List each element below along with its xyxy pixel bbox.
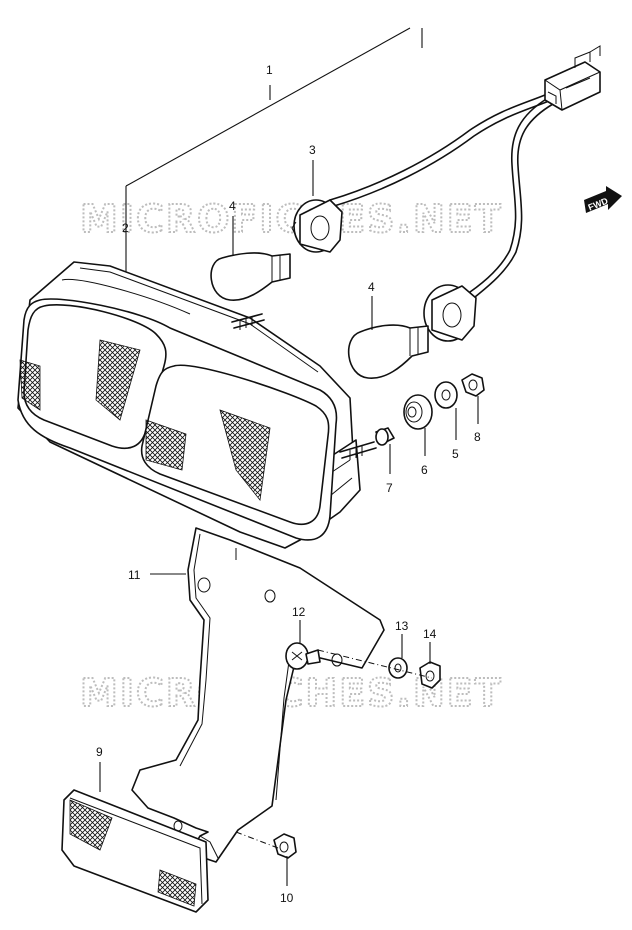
- callout-10: 10: [280, 891, 294, 905]
- callout-13: 13: [395, 619, 409, 633]
- callout-3: 3: [309, 143, 316, 157]
- nut-8: [461, 373, 485, 397]
- callout-5: 5: [452, 447, 459, 461]
- callout-6: 6: [421, 463, 428, 477]
- assembly-line-lower: [235, 831, 279, 849]
- callout-7: 7: [386, 481, 393, 495]
- bulb-lower: [347, 324, 429, 379]
- washer-5: [434, 381, 458, 409]
- nut-14: [419, 661, 441, 689]
- fwd-arrow-icon: FWD: [584, 186, 622, 213]
- bulb-upper: [210, 252, 291, 301]
- reflector-9: [61, 789, 209, 913]
- bulb-socket-lower: [423, 284, 477, 342]
- leader-lines: [99, 160, 479, 886]
- grommet-6: [403, 394, 433, 430]
- screw-12: [285, 642, 321, 670]
- callout-labels: 1 2 3 4 4 5 6 7 8 9 10 11 12 13 14: [96, 63, 481, 905]
- callout-2: 2: [122, 221, 129, 235]
- callout-1: 1: [266, 63, 273, 77]
- wiring-harness: [329, 45, 601, 298]
- callout-11: 11: [128, 568, 141, 582]
- callout-12: 12: [292, 605, 306, 619]
- callout-4-lower: 4: [368, 280, 375, 294]
- nut-10: [273, 833, 297, 859]
- callout-9: 9: [96, 745, 103, 759]
- watermark-top: MICROFICHES.NET: [80, 197, 503, 241]
- spacer-7: [375, 427, 395, 446]
- tail-lamp-housing: [17, 261, 377, 549]
- bulb-socket-upper: [291, 199, 343, 253]
- callout-4-upper: 4: [229, 199, 236, 213]
- assembly-bracket-1: [125, 27, 423, 280]
- callout-8: 8: [474, 430, 481, 444]
- callout-14: 14: [423, 627, 437, 641]
- washer-13: [388, 657, 408, 679]
